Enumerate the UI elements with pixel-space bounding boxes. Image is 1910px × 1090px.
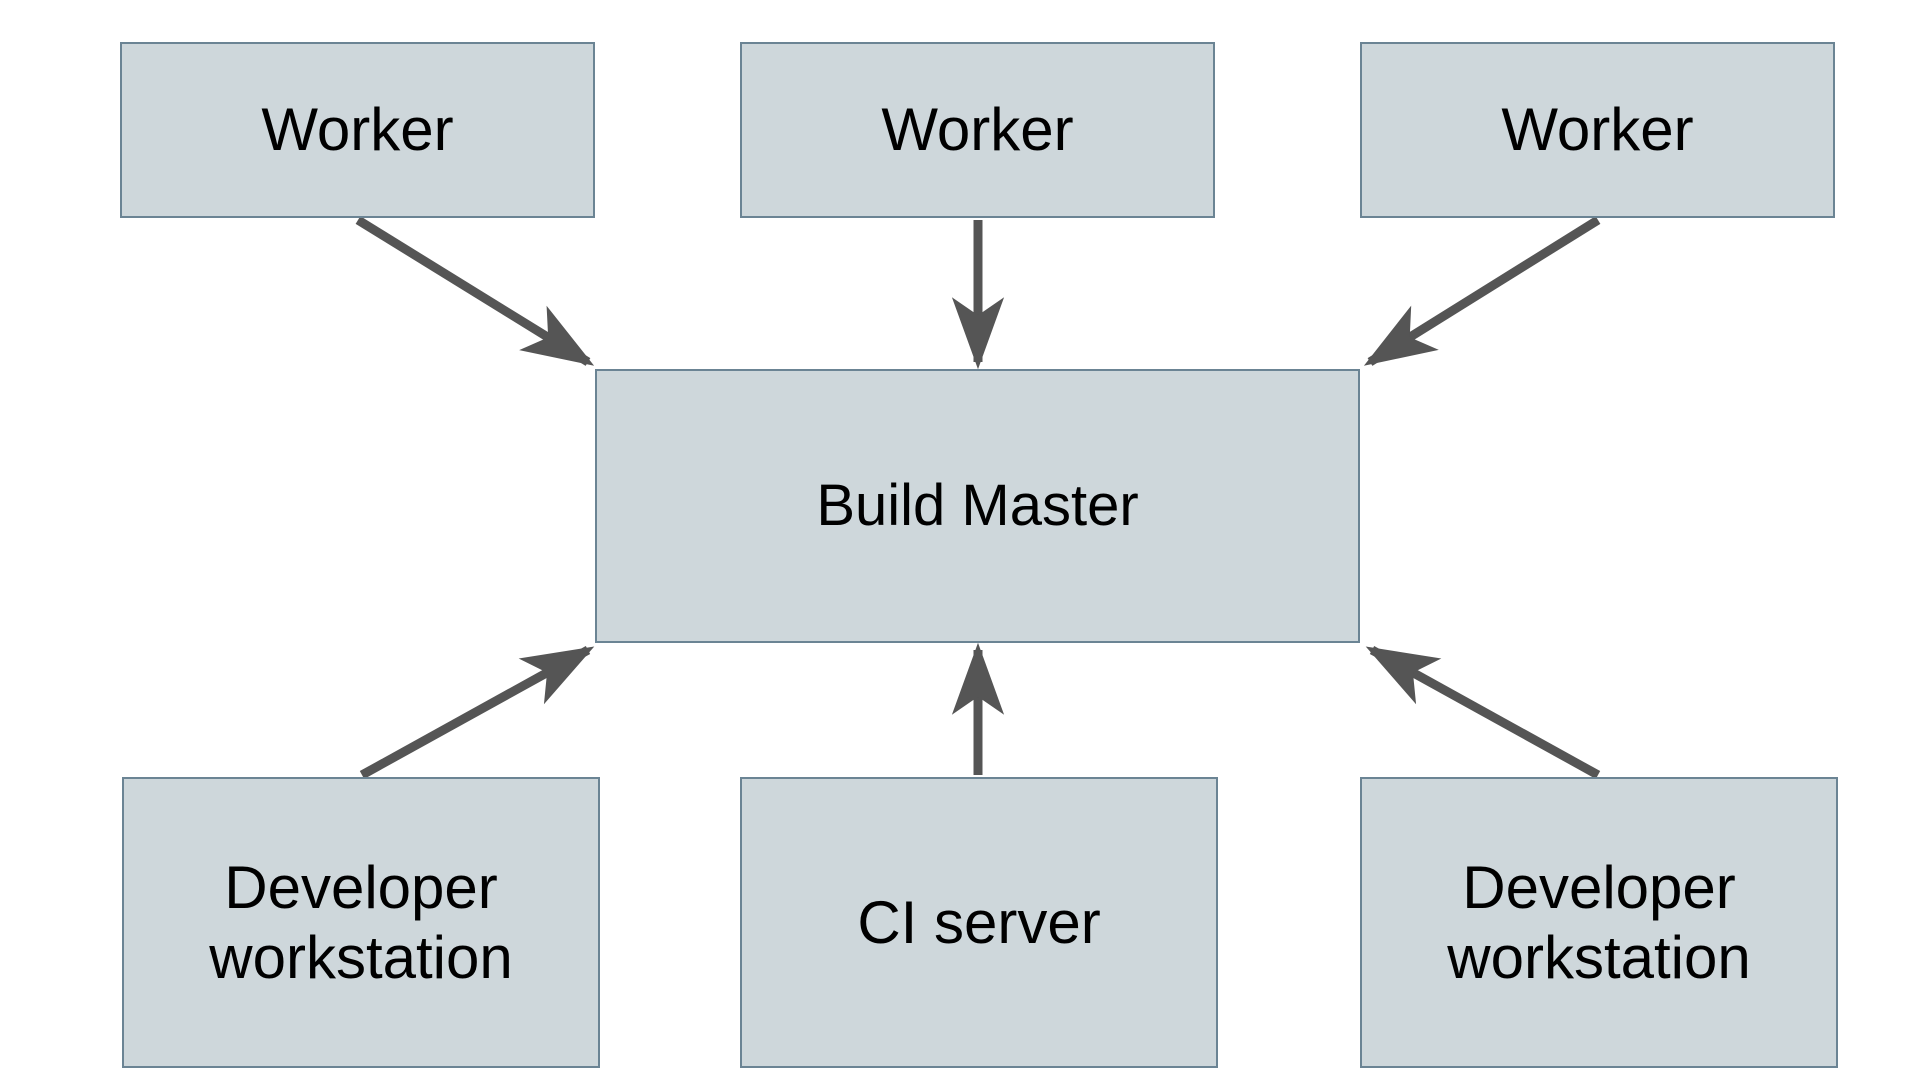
edge-dev-left-to-build-master [359,646,595,779]
node-label: Worker [881,96,1074,164]
node-label: Developer workstation [209,853,513,991]
node-worker-1[interactable]: Worker [120,42,595,218]
edge-worker-1-to-build-master [355,216,595,366]
node-label: Worker [261,96,454,164]
node-developer-workstation-left[interactable]: Developer workstation [122,777,600,1068]
node-label: Worker [1501,96,1694,164]
node-label: Developer workstation [1447,853,1751,991]
node-label: CI server [857,888,1101,956]
node-label: Build Master [816,473,1139,539]
node-worker-2[interactable]: Worker [740,42,1215,218]
node-worker-3[interactable]: Worker [1360,42,1835,218]
node-ci-server[interactable]: CI server [740,777,1218,1068]
node-developer-workstation-right[interactable]: Developer workstation [1360,777,1838,1068]
edge-dev-right-to-build-master [1365,646,1601,779]
node-build-master[interactable]: Build Master [595,369,1360,643]
edge-worker-3-to-build-master [1363,216,1601,366]
